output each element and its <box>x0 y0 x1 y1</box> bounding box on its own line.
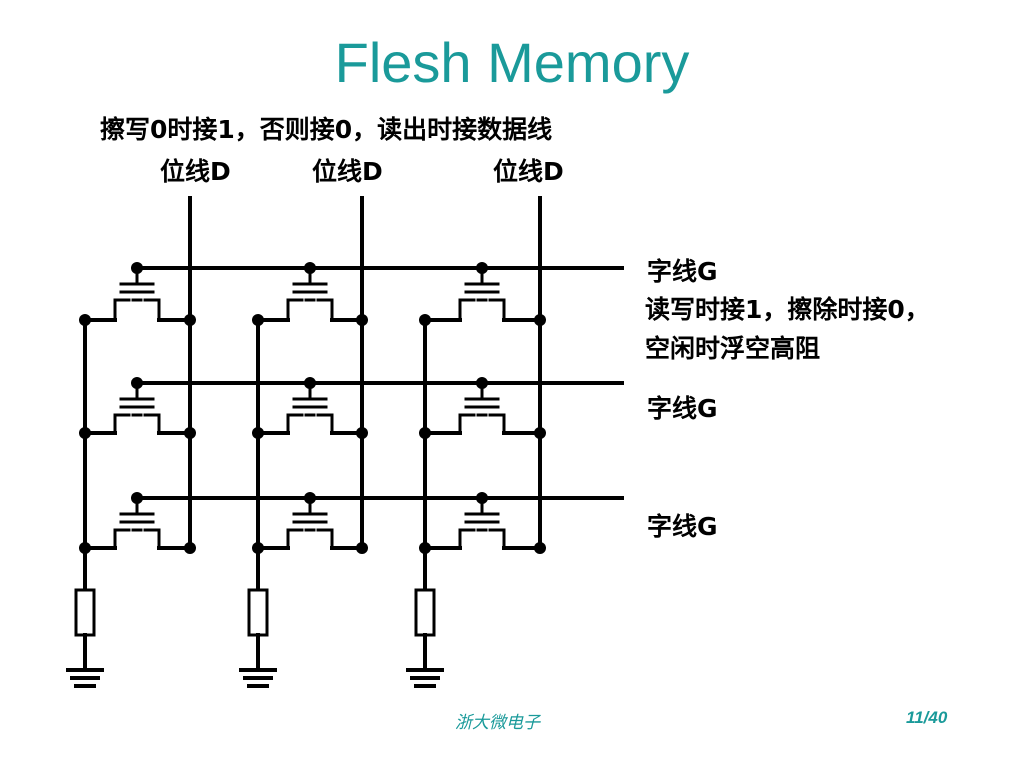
bitline-connection-note: 擦写0时接1，否则接0，读出时接数据线 <box>100 115 552 144</box>
drain-junction-3-2 <box>356 542 368 554</box>
source-junction-2-2 <box>252 427 264 439</box>
wordline-note-line-1: 读写时接1，擦除时接0， <box>645 295 930 324</box>
wordline-label-1: 字线G <box>647 257 718 286</box>
slide-title: Flesh Memory <box>334 31 690 94</box>
circuit-wiring <box>66 196 624 688</box>
wordline-label-3: 字线G <box>647 512 718 541</box>
resistor-3 <box>414 588 436 637</box>
drain-junction-1-3 <box>534 314 546 326</box>
drain-junction-2-1 <box>184 427 196 439</box>
source-junction-2-3 <box>419 427 431 439</box>
drain-junction-1-2 <box>356 314 368 326</box>
source-junction-1-2 <box>252 314 264 326</box>
drain-junction-2-2 <box>356 427 368 439</box>
footer-page-number: 11/40 <box>906 708 948 727</box>
bitline-label-3: 位线D <box>493 157 564 186</box>
wordline-label-2: 字线G <box>647 394 718 423</box>
bitline-label-1: 位线D <box>160 157 231 186</box>
drain-junction-1-1 <box>184 314 196 326</box>
footer-organization: 浙大微电子 <box>455 713 540 733</box>
resistor-1 <box>74 588 96 637</box>
resistor-2 <box>247 588 269 637</box>
source-junction-3-2 <box>252 542 264 554</box>
wordline-note-line-2: 空闲时浮空高阻 <box>645 334 820 363</box>
source-junction-1-3 <box>419 314 431 326</box>
source-junction-1-1 <box>79 314 91 326</box>
source-junction-3-1 <box>79 542 91 554</box>
drain-junction-2-3 <box>534 427 546 439</box>
source-junction-2-1 <box>79 427 91 439</box>
drain-junction-3-3 <box>534 542 546 554</box>
bitline-label-2: 位线D <box>312 157 383 186</box>
drain-junction-3-1 <box>184 542 196 554</box>
source-junction-3-3 <box>419 542 431 554</box>
